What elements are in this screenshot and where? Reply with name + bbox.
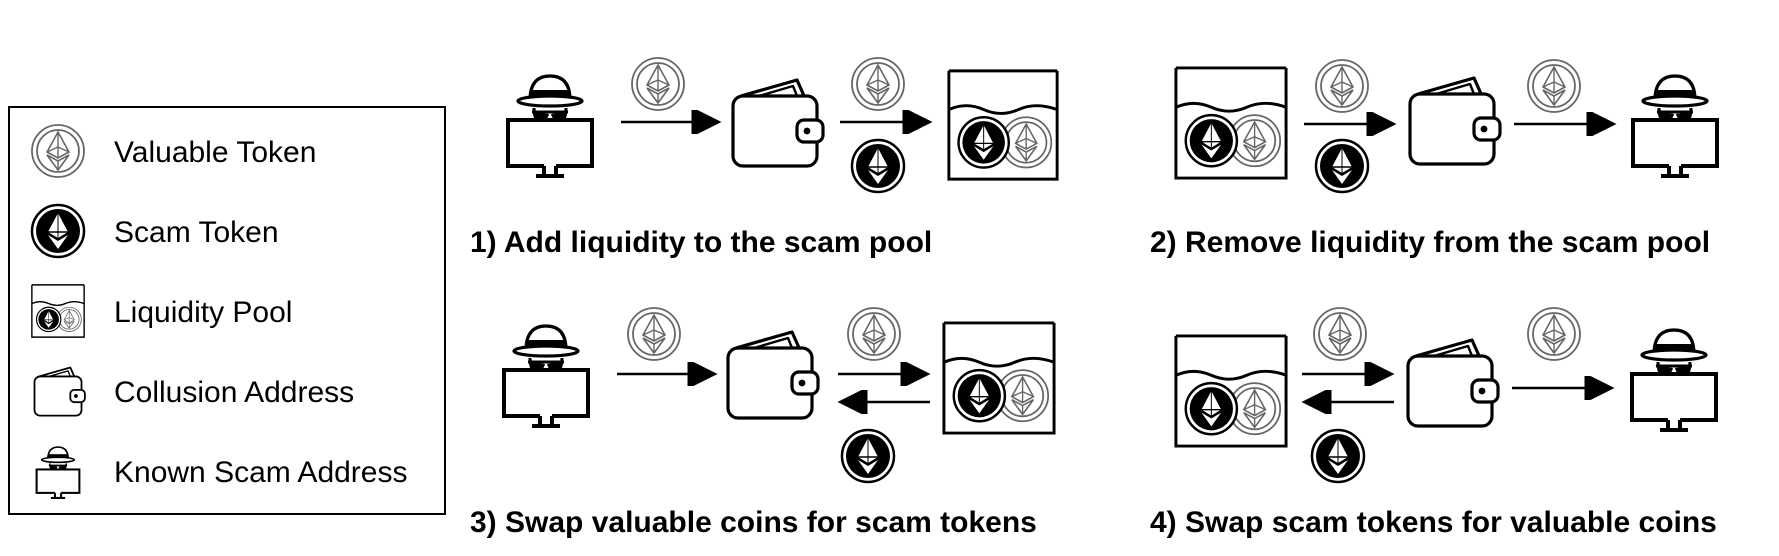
scenario-caption: 3) Swap valuable coins for scam tokens — [470, 506, 1037, 539]
arrow-right — [838, 362, 931, 386]
collusion-address-icon — [1400, 332, 1500, 432]
arrow-right — [840, 110, 933, 134]
legend-item-valuable-token: Valuable Token — [10, 116, 440, 186]
legend-item-liquidity-pool: Liquidity Pool — [10, 276, 440, 346]
arrow-right — [1514, 112, 1617, 136]
scenario-caption: 1) Add liquidity to the scam pool — [470, 226, 933, 259]
arrow-left — [1301, 390, 1394, 414]
valuable-token-icon — [1312, 306, 1368, 362]
arrow-right — [1512, 376, 1615, 400]
arrow-left — [837, 390, 930, 414]
legend: Valuable Token Scam Token Liquidity Pool… — [8, 106, 446, 515]
legend-label: Collusion Address — [114, 376, 355, 409]
arrow-right — [1304, 112, 1397, 136]
scenario-caption: 2) Remove liquidity from the scam pool — [1150, 226, 1711, 259]
legend-label: Scam Token — [114, 216, 279, 249]
legend-item-scam-token: Scam Token — [10, 196, 440, 266]
scam-address-icon — [1624, 322, 1724, 432]
valuable-token-icon — [1526, 306, 1582, 362]
arrow-right — [621, 110, 722, 134]
arrow-right — [617, 362, 718, 386]
legend-label: Liquidity Pool — [114, 296, 293, 329]
scam-token-icon — [1310, 428, 1366, 484]
liquidity-pool-icon — [1172, 330, 1290, 452]
legend-item-known-scam-address: Known Scam Address — [10, 436, 440, 506]
legend-label: Valuable Token — [114, 136, 317, 169]
arrow-right — [1302, 362, 1395, 386]
legend-item-collusion-address: Collusion Address — [10, 356, 440, 426]
legend-label: Known Scam Address — [114, 456, 408, 489]
scenario-caption: 4) Swap scam tokens for valuable coins — [1150, 506, 1717, 539]
